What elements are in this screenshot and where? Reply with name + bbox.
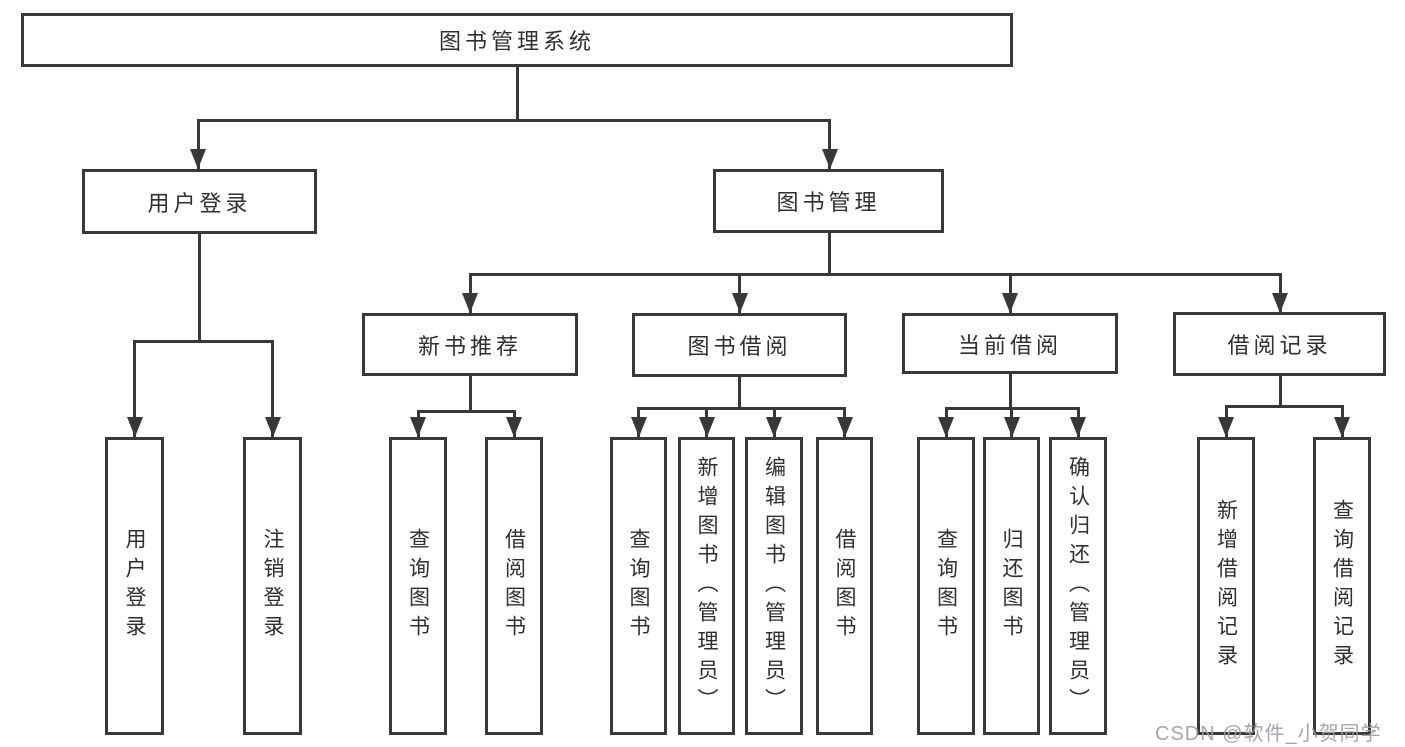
node-leaf-query-borrow-record-label: 查询借阅记录	[1330, 499, 1354, 673]
node-leaf-query-books-recommend: 查询图书	[389, 437, 447, 735]
connector-line	[828, 119, 831, 169]
node-leaf-confirm-return-admin-label: 确认归还（管理员）	[1066, 455, 1090, 717]
connector-line	[197, 119, 200, 169]
node-leaf-user-login-label: 用户登录	[123, 528, 146, 644]
node-leaf-confirm-return-admin: 确认归还（管理员）	[1049, 437, 1107, 735]
node-leaf-logout: 注销登录	[243, 437, 302, 735]
connector-line	[469, 273, 1282, 276]
connector-line	[1009, 374, 1012, 407]
connector-line	[133, 340, 274, 343]
node-book-borrow-label: 图书借阅	[687, 334, 792, 359]
connector-line	[637, 407, 846, 410]
arrow-down-icon	[1218, 417, 1234, 437]
arrow-down-icon	[631, 417, 647, 437]
node-book-management-label: 图书管理	[776, 190, 881, 215]
node-leaf-add-books-admin-label: 新增图书（管理员）	[695, 455, 718, 717]
connector-line	[828, 233, 831, 273]
arrow-down-icon	[1272, 293, 1288, 313]
arrow-down-icon	[190, 149, 206, 169]
arrow-down-icon	[506, 417, 522, 437]
arrow-down-icon	[462, 293, 478, 313]
connector-line	[197, 119, 831, 122]
node-root-label: 图书管理系统	[438, 29, 595, 54]
connector-line	[133, 340, 136, 437]
node-leaf-borrow-books-recommend: 借阅图书	[485, 437, 543, 735]
node-leaf-logout-label: 注销登录	[261, 528, 284, 644]
connector-line	[271, 340, 274, 437]
node-leaf-return-books: 归还图书	[983, 437, 1040, 735]
arrow-down-icon	[127, 417, 143, 437]
node-book-management: 图书管理	[713, 169, 944, 233]
connector-line	[469, 376, 472, 410]
node-leaf-borrow-books-label: 借阅图书	[833, 528, 856, 644]
node-user-login: 用户登录	[82, 169, 317, 234]
arrow-down-icon	[1070, 417, 1086, 437]
node-leaf-user-login: 用户登录	[105, 437, 164, 735]
arrow-down-icon	[938, 417, 954, 437]
csdn-watermark: CSDN @软件_小贺同学	[1155, 723, 1382, 745]
node-root: 图书管理系统	[21, 13, 1013, 67]
node-leaf-edit-books-admin: 编辑图书（管理员）	[745, 437, 803, 735]
node-leaf-return-books-label: 归还图书	[1000, 528, 1023, 644]
node-leaf-query-books: 查询图书	[610, 437, 667, 735]
node-leaf-query-books-label: 查询图书	[627, 528, 650, 644]
node-leaf-borrow-books-recommend-label: 借阅图书	[502, 528, 526, 644]
node-leaf-query-books-recommend-label: 查询图书	[406, 528, 430, 644]
arrow-down-icon	[410, 417, 426, 437]
node-leaf-borrow-books: 借阅图书	[816, 437, 873, 735]
node-book-borrow: 图书借阅	[632, 313, 847, 377]
node-new-book-recommend-label: 新书推荐	[417, 333, 522, 359]
connector-line	[1225, 405, 1344, 408]
arrow-down-icon	[1002, 293, 1018, 313]
node-user-login-label: 用户登录	[147, 190, 252, 216]
connector-line	[417, 410, 516, 413]
node-current-borrow: 当前借阅	[902, 313, 1118, 374]
arrow-down-icon	[732, 293, 748, 313]
node-leaf-add-borrow-record-label: 新增借阅记录	[1214, 499, 1238, 673]
node-leaf-query-borrow-record: 查询借阅记录	[1313, 437, 1371, 735]
connector-line	[1279, 376, 1282, 405]
arrow-down-icon	[699, 417, 715, 437]
arrow-down-icon	[822, 149, 838, 169]
node-leaf-query-current-label: 查询图书	[934, 528, 958, 644]
connector-line	[198, 234, 201, 340]
node-new-book-recommend: 新书推荐	[362, 313, 578, 376]
node-leaf-edit-books-admin-label: 编辑图书（管理员）	[762, 455, 786, 717]
node-current-borrow-label: 当前借阅	[957, 332, 1062, 358]
arrow-down-icon	[265, 417, 281, 437]
arrow-down-icon	[1334, 417, 1350, 437]
node-leaf-add-books-admin: 新增图书（管理员）	[678, 437, 735, 735]
node-leaf-add-borrow-record: 新增借阅记录	[1197, 437, 1255, 735]
node-borrow-records: 借阅记录	[1173, 312, 1386, 376]
arrow-down-icon	[766, 417, 782, 437]
arrow-down-icon	[837, 417, 853, 437]
connector-line	[738, 377, 741, 407]
node-leaf-query-current: 查询图书	[917, 437, 975, 735]
node-borrow-records-label: 借阅记录	[1227, 333, 1332, 358]
connector-line	[516, 67, 519, 119]
arrow-down-icon	[1004, 417, 1020, 437]
